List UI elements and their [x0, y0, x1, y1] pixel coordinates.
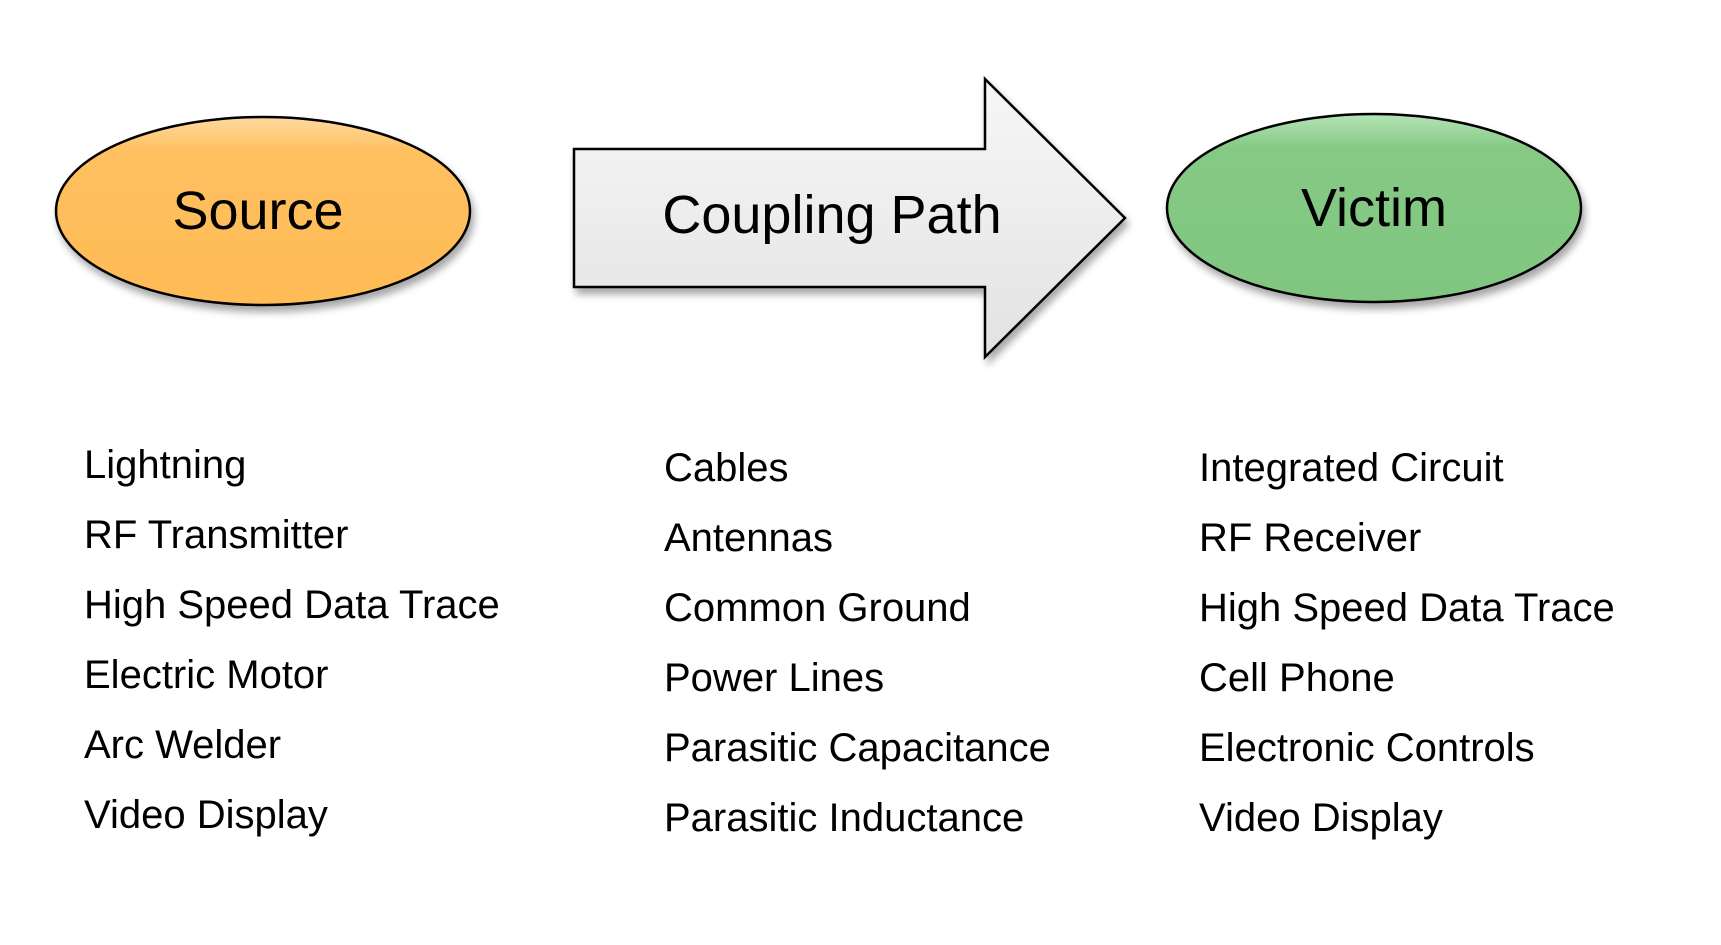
- list-item: Electronic Controls: [1199, 726, 1535, 770]
- list-item: Power Lines: [664, 656, 885, 700]
- coupling-path-examples-list: Cables Antennas Common Ground Power Line…: [664, 433, 1051, 853]
- list-item: High Speed Data Trace: [84, 583, 500, 627]
- list-item: Arc Welder: [84, 723, 282, 767]
- list-item: Video Display: [1199, 796, 1443, 840]
- list-item: High Speed Data Trace: [1199, 586, 1615, 630]
- list-item: Integrated Circuit: [1199, 446, 1504, 490]
- list-item: RF Transmitter: [84, 513, 349, 557]
- victim-ellipse: [1165, 112, 1583, 304]
- source-ellipse: [54, 115, 472, 307]
- victim-examples-list: Integrated Circuit RF Receiver High Spee…: [1199, 433, 1615, 853]
- victim-node: Victim: [1165, 112, 1583, 304]
- list-item: Cell Phone: [1199, 656, 1395, 700]
- source-node: Source: [54, 115, 472, 307]
- coupling-path-arrow: Coupling Path: [572, 75, 1127, 361]
- list-item: Parasitic Capacitance: [664, 726, 1051, 770]
- arrow-shape: [572, 75, 1127, 361]
- list-item: Antennas: [664, 516, 834, 560]
- list-item: RF Receiver: [1199, 516, 1422, 560]
- source-examples-list: Lightning RF Transmitter High Speed Data…: [84, 430, 500, 850]
- list-item: Electric Motor: [84, 653, 329, 697]
- list-item: Common Ground: [664, 586, 971, 630]
- list-item: Video Display: [84, 793, 328, 837]
- source-label: Source: [172, 181, 343, 241]
- list-item: Parasitic Inductance: [664, 796, 1025, 840]
- list-item: Cables: [664, 446, 789, 490]
- list-item: Lightning: [84, 443, 247, 487]
- coupling-path-label: Coupling Path: [662, 185, 1001, 245]
- victim-label: Victim: [1301, 178, 1447, 238]
